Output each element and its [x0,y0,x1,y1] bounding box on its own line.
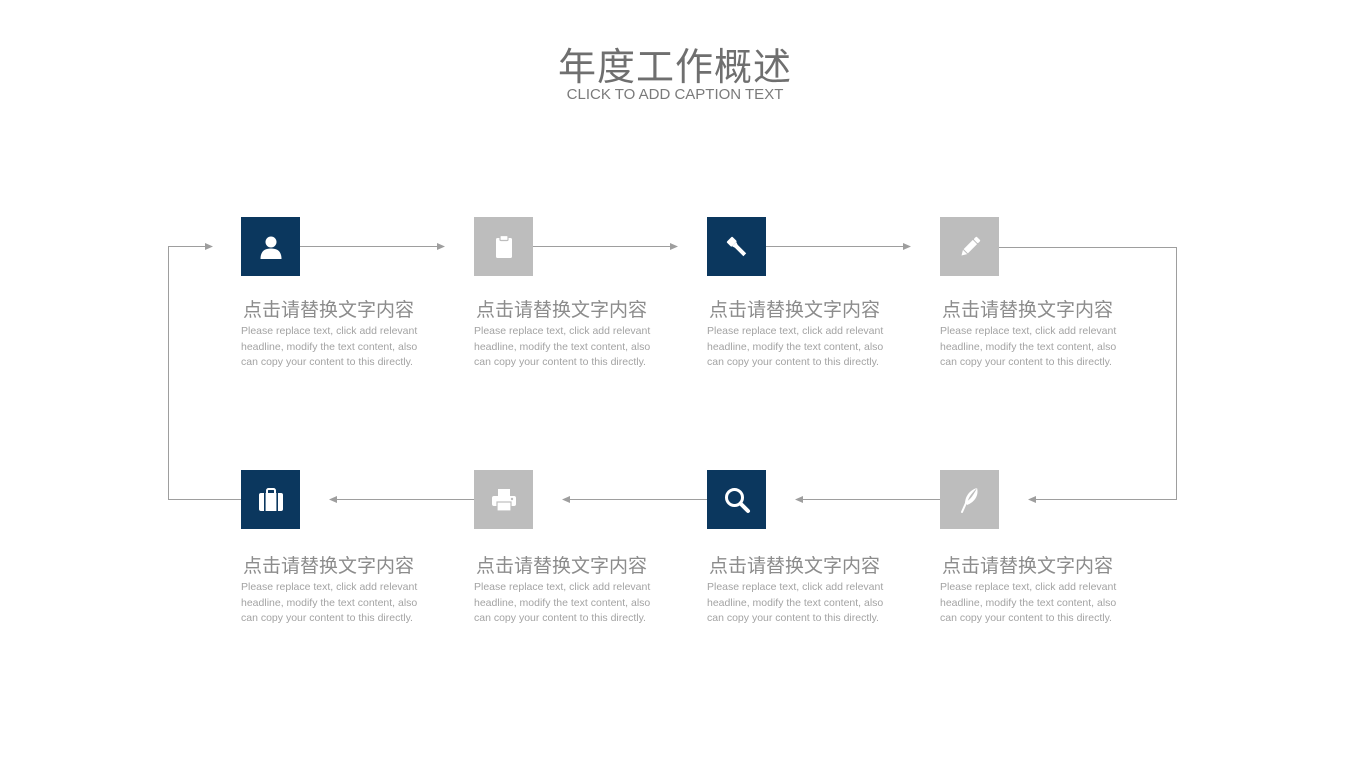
step-5-icon-box [241,470,300,529]
step-8-heading: 点击请替换文字内容 [942,555,1114,577]
pencil-icon [961,236,980,255]
user-icon [260,236,281,259]
step-5-description: Please replace text, click add relevant … [241,581,418,624]
step-4-icon-box [940,217,999,276]
step-7-heading: 点击请替换文字内容 [709,555,881,577]
clipboard-icon [495,234,512,258]
step-2-icon-box [474,217,533,276]
step-1-icon-box [241,217,300,276]
feather-icon [960,487,978,513]
step-7-description: Please replace text, click add relevant … [707,581,884,624]
briefcase-icon [258,487,283,511]
step-5-heading: 点击请替换文字内容 [243,555,415,577]
step-1-heading: 点击请替换文字内容 [243,299,415,321]
step-6-heading: 点击请替换文字内容 [476,555,648,577]
search-icon [724,487,750,513]
step-6-icon-box [474,470,533,529]
step-1-description: Please replace text, click add relevant … [241,325,418,368]
printer-icon [491,488,516,512]
page-subtitle: CLICK TO ADD CAPTION TEXT [566,86,784,103]
step-3-description: Please replace text, click add relevant … [707,325,884,368]
step-6-description: Please replace text, click add relevant … [474,581,651,624]
step-2-heading: 点击请替换文字内容 [476,299,648,321]
connector-loop-left [168,243,241,500]
step-4-description: Please replace text, click add relevant … [940,325,1117,368]
connector-loop-right [999,247,1177,503]
step-7-icon-box [707,470,766,529]
step-2-description: Please replace text, click add relevant … [474,325,651,368]
step-4-heading: 点击请替换文字内容 [942,299,1114,321]
flashlight-icon [726,236,746,256]
step-8-description: Please replace text, click add relevant … [940,581,1117,624]
step-3-icon-box [707,217,766,276]
step-3-heading: 点击请替换文字内容 [709,299,881,321]
page-title: 年度工作概述 [557,45,792,89]
step-8-icon-box [940,470,999,529]
